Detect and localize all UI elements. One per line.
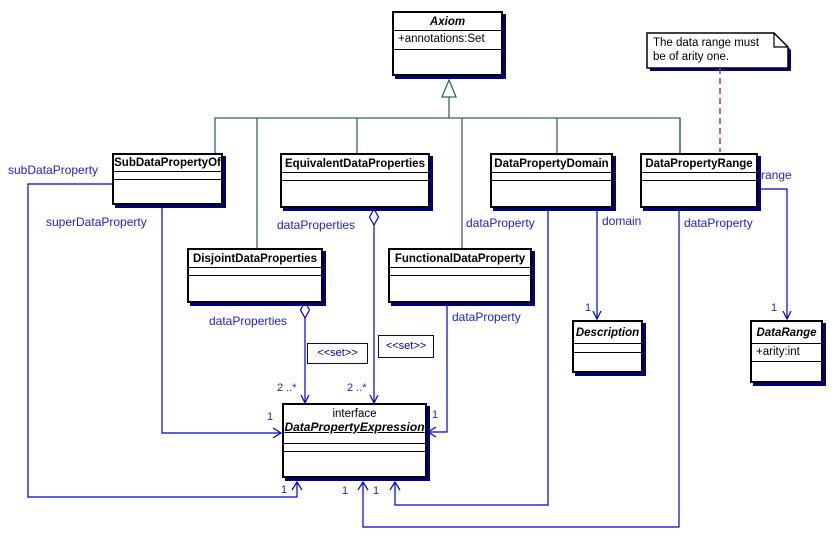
multiplicity-two-many-disjoint: 2 ..* [277, 382, 297, 394]
class-sub-data-property-of: SubDataPropertyOf [112, 153, 223, 205]
note-text-line1: The data range must [653, 37, 760, 49]
arrow-range-data-property-icon [357, 480, 369, 491]
note-box [646, 32, 789, 69]
class-data-range: DataRange +arity:int [750, 320, 823, 383]
class-disjoint-data-properties: DisjointDataProperties [187, 248, 323, 303]
class-equivalent-operations [282, 180, 428, 206]
class-disjoint-operations [189, 275, 321, 301]
class-domain-name: DataPropertyDomain [494, 157, 609, 170]
label-data-property-range: dataProperty [684, 216, 753, 230]
arrow-sub-data-property-icon [291, 480, 303, 491]
multiplicity-one-domain: 1 [585, 302, 592, 314]
note-text-line2: be of arity one. [653, 51, 730, 63]
arrow-super-data-property-icon [272, 427, 283, 439]
class-data-property-domain: DataPropertyDomain [490, 153, 613, 208]
edge-functional-data-property [429, 303, 448, 433]
multiplicity-two-many-equivalent: 2 ..* [347, 382, 367, 394]
multiplicity-one-range-dataproperty: 1 [342, 485, 349, 497]
interface-data-property-expression: interface DataPropertyExpression [282, 403, 427, 478]
set-stereotype-box-left: <<set>> [307, 343, 368, 364]
arrow-functional-icon [426, 426, 437, 438]
aggregation-diamond-disjoint-icon [299, 300, 311, 320]
class-functional-name: FunctionalDataProperty [394, 252, 526, 265]
edge-sub-data-property [27, 183, 298, 498]
multiplicity-one-functional: 1 [432, 409, 439, 421]
multiplicity-one-super: 1 [267, 411, 274, 423]
interface-stereotype: interface [332, 408, 377, 420]
label-data-properties-equivalent: dataProperties [277, 218, 356, 232]
class-disjoint-name: DisjointDataProperties [193, 252, 317, 265]
multiplicity-one-domain-dataproperty: 1 [373, 485, 380, 497]
class-datarange-operations [752, 361, 821, 381]
edge-range [758, 188, 788, 318]
class-datarange-name: DataRange [756, 326, 817, 339]
arrow-domain-data-property-icon [389, 480, 401, 491]
class-sub-attributes [114, 171, 221, 179]
set-stereotype-box-right: <<set>> [378, 335, 434, 358]
class-data-property-range: DataPropertyRange [640, 153, 758, 208]
class-range-name: DataPropertyRange [645, 157, 753, 170]
edge-range-data-property [362, 208, 680, 528]
class-axiom-name: Axiom [429, 15, 466, 28]
multiplicity-one-sub: 1 [281, 484, 288, 496]
class-sub-operations [114, 179, 221, 203]
note-fold-icon [773, 33, 788, 48]
class-description-operations [574, 352, 641, 371]
class-axiom-operations [394, 49, 501, 72]
interface-name: DataPropertyExpression [284, 420, 425, 434]
class-equivalent-data-properties: EquivalentDataProperties [280, 153, 430, 208]
class-description-attributes [574, 343, 641, 352]
class-datarange-attribute: +arity:int [756, 346, 800, 358]
label-data-properties-disjoint: dataProperties [209, 314, 288, 328]
interface-operations [284, 451, 425, 476]
class-domain-attributes [492, 172, 611, 180]
label-data-property-functional: dataProperty [452, 310, 521, 324]
label-data-property-domain: dataProperty [466, 216, 535, 230]
multiplicity-one-range: 1 [771, 302, 778, 314]
class-domain-operations [492, 180, 611, 206]
class-disjoint-attributes [189, 267, 321, 275]
edge-super-data-property [161, 205, 280, 434]
interface-attributes [284, 443, 425, 451]
label-range: range [761, 168, 792, 182]
class-axiom: Axiom +annotations:Set [392, 11, 503, 76]
class-equivalent-name: EquivalentDataProperties [285, 157, 425, 170]
generalization-triangle-icon [441, 78, 457, 98]
class-sub-name: SubDataPropertyOf [114, 157, 221, 169]
class-functional-operations [390, 275, 530, 301]
class-axiom-attribute: +annotations:Set [398, 33, 485, 45]
class-equivalent-attributes [282, 172, 428, 180]
class-description: Description [572, 320, 643, 373]
label-domain: domain [602, 214, 642, 228]
label-sub-data-property: subDataProperty [8, 163, 99, 177]
aggregation-diamond-equivalent-icon [368, 207, 380, 227]
edge-domain-data-property [394, 208, 549, 506]
class-range-attributes [642, 172, 756, 180]
arrow-domain-icon [592, 310, 602, 321]
arrow-range-icon [782, 310, 792, 321]
class-functional-attributes [390, 267, 530, 275]
class-functional-data-property: FunctionalDataProperty [388, 248, 532, 303]
class-range-operations [642, 180, 756, 206]
generalization-bus [214, 117, 681, 153]
label-super-data-property: superDataProperty [46, 215, 147, 229]
class-description-name: Description [575, 326, 640, 339]
